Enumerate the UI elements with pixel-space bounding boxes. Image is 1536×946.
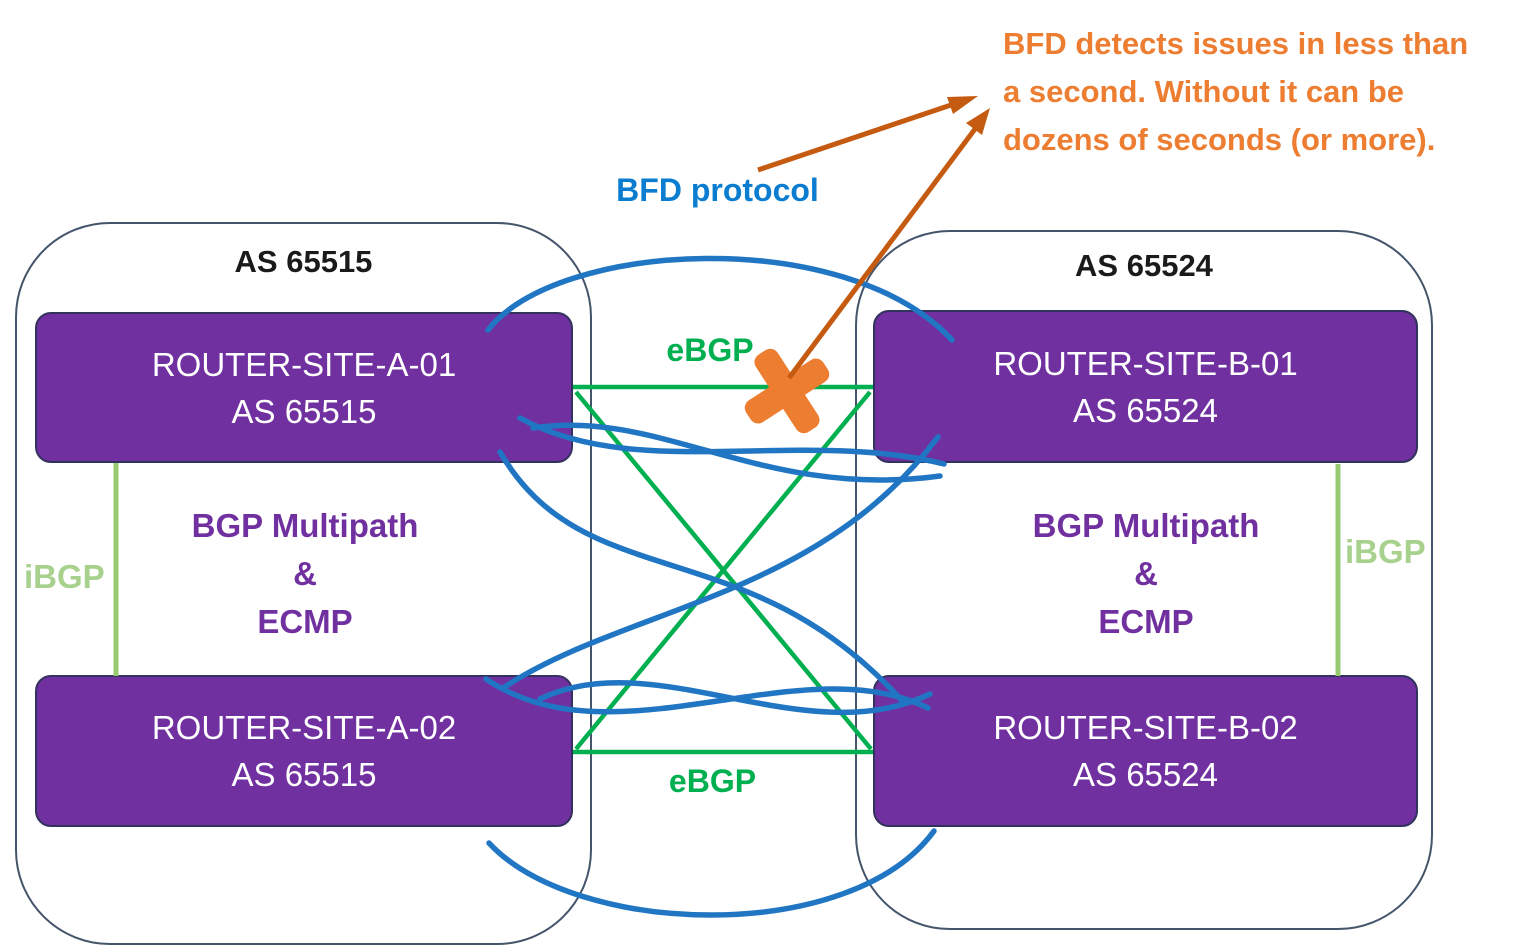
arrowhead [966, 108, 990, 135]
router-name: ROUTER-SITE-A-02 [151, 709, 457, 746]
router-site-a-02-box: ROUTER-SITE-A-02 AS 65515 [35, 675, 573, 827]
ibgp-label-right: iBGP [1345, 533, 1426, 570]
ebgp-label-bottom: eBGP [668, 763, 757, 799]
feature-line: ECMP [257, 603, 353, 640]
feature-text-site-a: BGP Multipath & ECMP [100, 502, 510, 646]
arrow-from-bfd-label [757, 101, 955, 173]
ebgp-label-top: eBGP [666, 332, 754, 368]
annotation-line: BFD detects issues in less than [1003, 26, 1469, 61]
as-title-site-b: AS 65524 [1075, 248, 1213, 283]
arrowhead [947, 96, 978, 114]
feature-line: BGP Multipath [1032, 507, 1260, 544]
bfd-annotation-text: BFD detects issues in less than a second… [1003, 20, 1468, 164]
router-site-a-01-box: ROUTER-SITE-A-01 AS 65515 [35, 312, 573, 463]
router-as: AS 65524 [1073, 391, 1218, 429]
router-as: AS 65524 [1073, 756, 1218, 793]
router-site-b-02-box: ROUTER-SITE-B-02 AS 65524 [873, 675, 1418, 827]
feature-line: ECMP [1098, 603, 1194, 640]
feature-line: & [1134, 555, 1158, 592]
router-name: ROUTER-SITE-B-01 [993, 344, 1298, 382]
bfd-protocol-label: BFD protocol [616, 172, 819, 208]
annotation-line: a second. Without it can be [1003, 74, 1405, 109]
router-as: AS 65515 [231, 392, 377, 430]
router-name: ROUTER-SITE-A-01 [151, 345, 457, 383]
ibgp-label-left: iBGP [24, 558, 105, 595]
as-title-site-a: AS 65515 [234, 244, 373, 279]
router-name: ROUTER-SITE-B-02 [993, 709, 1298, 746]
feature-text-site-b: BGP Multipath & ECMP [941, 502, 1351, 646]
ebgp-line-diag-a01-b02 [574, 390, 873, 751]
ebgp-mesh-lines [573, 384, 873, 755]
annotation-line: dozens of seconds (or more). [1003, 122, 1436, 157]
feature-line: BGP Multipath [191, 507, 419, 544]
feature-line: & [293, 555, 317, 592]
router-site-b-01-box: ROUTER-SITE-B-01 AS 65524 [873, 310, 1418, 463]
ebgp-line-diag-a02-b01 [574, 390, 872, 751]
router-as: AS 65515 [231, 756, 377, 793]
